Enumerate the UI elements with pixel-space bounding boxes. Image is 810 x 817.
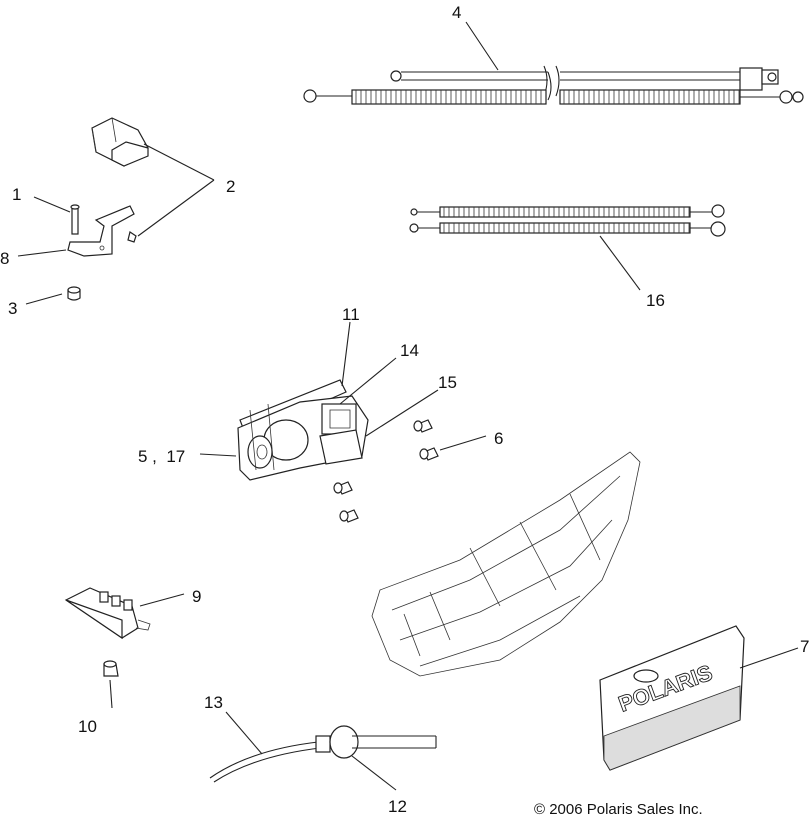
module-part-2[interactable] [91, 117, 149, 243]
leader-lines [17, 21, 799, 791]
cable-pair-part-16[interactable] [409, 204, 726, 237]
callout-13: 13 [204, 693, 223, 712]
callout-14: 14 [400, 341, 419, 360]
grommet-part-3[interactable] [67, 286, 81, 301]
wire-clamp-part-12-13[interactable] [209, 725, 437, 783]
callout-7: 7 [800, 637, 809, 656]
front-bumper-outline [371, 451, 641, 677]
headlight-housing-part-5-17[interactable] [237, 379, 369, 481]
screw-part-10[interactable] [103, 660, 119, 677]
callout-11: 11 [342, 305, 360, 324]
callout-3: 3 [8, 299, 17, 318]
callout-2: 2 [226, 177, 235, 196]
callout-6: 6 [494, 429, 503, 448]
callout-15: 15 [438, 373, 457, 392]
callout-12: 12 [388, 797, 407, 816]
copyright-notice: © 2006 Polaris Sales Inc. [534, 801, 703, 817]
callout-10: 10 [78, 717, 97, 736]
callout-5-17: 5 , 17 [138, 447, 185, 466]
callout-8: 8 [0, 249, 9, 268]
pin-part-1[interactable] [70, 204, 80, 235]
screws-part-6[interactable] [333, 419, 439, 523]
bracket-part-8[interactable] [67, 205, 135, 257]
callouts: 4 2 1 8 3 16 11 14 15 6 5 , 17 9 7 13 10… [0, 3, 809, 816]
emblem-panel-part-7[interactable]: POLARIS [599, 625, 745, 771]
battery-cable-part-4[interactable] [303, 65, 804, 105]
callout-9: 9 [192, 587, 201, 606]
callout-1: 1 [12, 185, 21, 204]
callout-16: 16 [646, 291, 665, 310]
callout-4: 4 [452, 3, 461, 22]
switch-part-9[interactable] [64, 587, 151, 640]
